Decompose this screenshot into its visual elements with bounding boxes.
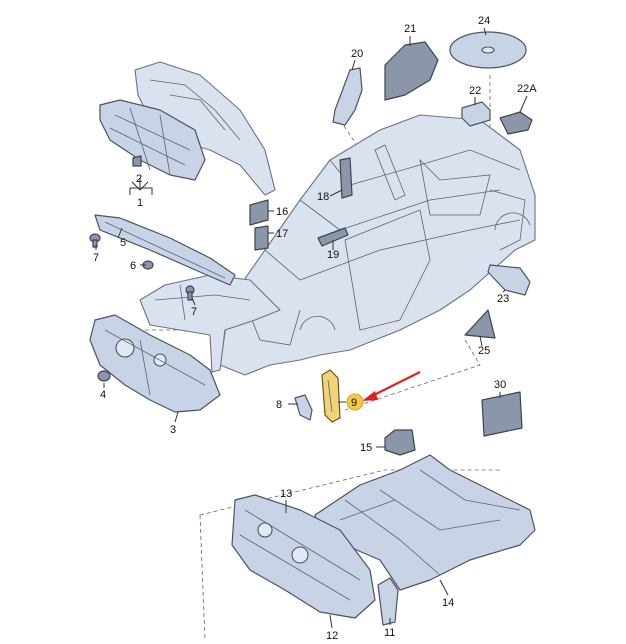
- part-insulation-19: [317, 227, 349, 247]
- part-bracket-8: [294, 394, 313, 421]
- part-clip-2: [132, 155, 142, 167]
- callout-22a: 22A: [517, 83, 537, 95]
- part-bulkhead-insulation-3: [89, 314, 221, 413]
- part-9-highlighted[interactable]: [321, 369, 341, 423]
- callout-5: 5: [120, 237, 126, 249]
- callout-13: 13: [280, 488, 292, 500]
- parts-brackets-16-17-18: [249, 157, 353, 251]
- part-insulation-11: [377, 577, 399, 626]
- callout-9-ring: [346, 393, 364, 411]
- part-pad-24: [449, 31, 527, 69]
- part-pad-15: [384, 429, 416, 456]
- callout-20: 20: [351, 48, 363, 60]
- callout-14: 14: [442, 597, 454, 609]
- callout-21: 21: [404, 23, 416, 35]
- callout-25: 25: [478, 345, 490, 357]
- leader-lines: [95, 27, 528, 629]
- part-trim-25: [464, 309, 496, 339]
- callout-22: 22: [469, 85, 481, 97]
- callout-3: 3: [170, 424, 176, 436]
- callout-30: 30: [494, 379, 506, 391]
- callout-24: 24: [478, 15, 490, 27]
- fasteners: [89, 233, 195, 301]
- part-hood-insulation: [99, 99, 206, 181]
- callout-2: 2: [136, 173, 142, 185]
- part-trim-20: [332, 67, 363, 126]
- callout-15: 15: [360, 442, 372, 454]
- callout-1: 1: [137, 197, 143, 209]
- callout-9: 9: [351, 397, 357, 409]
- front-frame: [139, 274, 281, 373]
- car-body-shell: [219, 114, 536, 376]
- callout-11: 11: [384, 627, 395, 639]
- part-floor-carpet-14: [314, 454, 536, 591]
- callout-4: 4: [100, 389, 106, 401]
- callout-7a: 7: [93, 252, 99, 264]
- callout-labels: 1 2 3 4 5 6 7 7 8 9 11 12 13 14 15 16 17…: [93, 15, 537, 642]
- part-seal-strip-5: [94, 214, 236, 286]
- highlight-arrow: [362, 371, 421, 401]
- part-insulation-23: [487, 264, 531, 296]
- part-block-22: [461, 101, 491, 127]
- part-panel-30: [481, 391, 523, 437]
- callout-6: 6: [130, 260, 136, 272]
- callout-23: 23: [497, 293, 509, 305]
- part-grommet-4: [97, 370, 111, 382]
- callout-12: 12: [326, 630, 338, 642]
- callout-19: 19: [327, 249, 339, 261]
- callout-18: 18: [317, 191, 329, 203]
- callout-8: 8: [276, 399, 282, 411]
- callout-16: 16: [276, 206, 288, 218]
- part-dash-insulation-12: [231, 494, 376, 619]
- callout-7b: 7: [191, 306, 197, 318]
- part-22a: [499, 111, 533, 135]
- part-insulation-21: [384, 41, 439, 101]
- callout-17: 17: [276, 228, 288, 240]
